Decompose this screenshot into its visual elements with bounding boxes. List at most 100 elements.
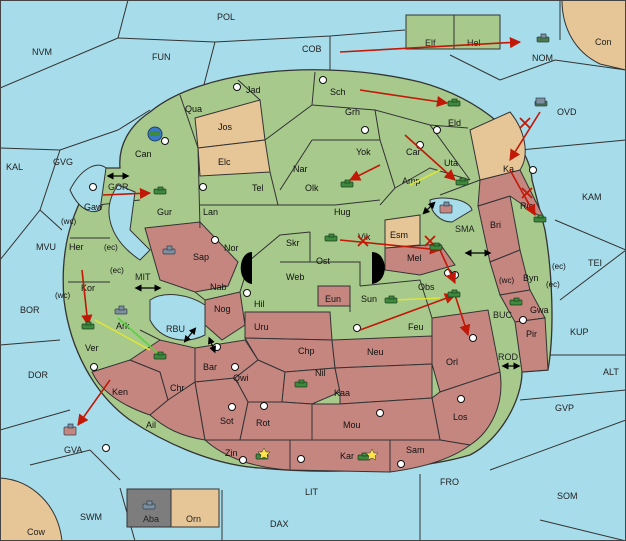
province-label-her: Her — [69, 242, 84, 252]
support-line — [117, 317, 161, 356]
army-icon — [153, 186, 167, 195]
region-label-gor: GOR — [108, 182, 129, 192]
supply-center-dot — [213, 343, 221, 351]
region-label-sma: SMA — [455, 224, 475, 234]
coast-notes: (wc) (ec) (ec) (wc) (wc) (ec) (ec) — [55, 217, 566, 300]
cut-x — [519, 117, 531, 129]
fleet-icon — [114, 305, 128, 315]
province-elf[interactable] — [405, 14, 455, 50]
province-label-hug: Hug — [334, 207, 351, 217]
province-label-grh: Grh — [345, 107, 360, 117]
region-label-pol: POL — [217, 12, 235, 22]
province-label-ver: Ver — [85, 343, 99, 353]
fleet-token-icon — [150, 131, 160, 136]
region-label-cow: Cow — [27, 527, 46, 537]
adjacency-arrows — [106, 172, 521, 370]
region-label-con: Con — [595, 37, 612, 47]
province-label-nor: Nor — [224, 243, 239, 253]
province-pir[interactable] — [514, 317, 549, 373]
support-orders — [94, 169, 441, 356]
coast-note: (wc) — [499, 276, 514, 285]
province-label-orl: Orl — [446, 357, 458, 367]
region-label-ovd: OVD — [557, 107, 577, 117]
move-orders — [77, 36, 541, 426]
province-label-pir: Pir — [526, 329, 537, 339]
order-arrow — [454, 294, 471, 337]
province-kaa[interactable] — [334, 363, 433, 405]
supply-center-dot — [243, 289, 251, 297]
province-label-tel: Tel — [252, 183, 264, 193]
province-label-chp: Chp — [298, 346, 315, 356]
province-ka[interactable] — [469, 111, 526, 181]
order-arrow — [348, 164, 381, 181]
province-orn[interactable] — [170, 488, 220, 528]
army-icon — [324, 233, 338, 242]
region-label-bor: BOR — [20, 305, 40, 315]
province-label-rot: Rot — [256, 418, 271, 428]
order-arrow — [339, 36, 522, 53]
province-label-ost: Ost — [316, 256, 331, 266]
province-sam[interactable] — [389, 439, 472, 473]
supply-center-dot — [239, 456, 247, 464]
order-arrow — [509, 111, 541, 161]
support-line — [409, 169, 441, 186]
province-label-jad: Jad — [246, 85, 261, 95]
supply-center-dot — [397, 460, 405, 468]
supply-center-dot — [469, 334, 477, 342]
region-label-dor: DOR — [28, 370, 49, 380]
province-label-sot: Sot — [220, 416, 234, 426]
region-label-mvu: MVU — [36, 242, 56, 252]
province-label-nog: Nog — [214, 304, 231, 314]
province-label-ail: Ail — [146, 420, 156, 430]
adjacency-arrow — [422, 201, 436, 215]
region-label-kal: KAL — [6, 162, 23, 172]
province-label-ka: Ka — [503, 164, 514, 174]
region-label-buc: BUC — [493, 310, 513, 320]
lake-divider-right — [372, 252, 385, 284]
province-label-qwi: Qwi — [233, 373, 249, 383]
province-mou[interactable] — [311, 397, 441, 441]
region-label-fun: FUN — [152, 52, 171, 62]
inner-gulf — [108, 184, 151, 261]
supply-center-dot — [529, 166, 537, 174]
province-nil[interactable] — [281, 367, 341, 405]
province-label-qua: Qua — [185, 104, 202, 114]
supply-center-dot — [233, 83, 241, 91]
province-label-byn: Byn — [523, 273, 539, 283]
province-label-gaw: Gaw — [84, 202, 103, 212]
supply-center-dot — [199, 183, 207, 191]
province-sot[interactable] — [194, 377, 249, 441]
province-con[interactable] — [561, 0, 626, 71]
region-label-alt: ALT — [603, 367, 619, 377]
province-label-nar: Nar — [293, 164, 308, 174]
supply-center-dot — [211, 236, 219, 244]
province-label-feu: Feu — [408, 322, 424, 332]
army-icon — [447, 289, 461, 298]
province-label-gur: Gur — [157, 207, 172, 217]
fleets — [63, 33, 550, 510]
supply-center-dot — [519, 316, 527, 324]
region-label-som: SOM — [557, 491, 578, 501]
army-icon — [340, 179, 354, 188]
region-label-gvg: GVG — [53, 157, 73, 167]
fleet-icon — [162, 245, 176, 255]
province-label-mou: Mou — [343, 420, 361, 430]
order-arrow — [77, 379, 111, 426]
province-label-skr: Skr — [286, 238, 300, 248]
province-label-hil: Hil — [254, 299, 265, 309]
armies — [81, 98, 547, 388]
dislodged-star-icon — [257, 447, 271, 460]
cut-x — [357, 235, 369, 247]
coast-note: (ec) — [104, 243, 118, 252]
lake-divider-left — [240, 252, 252, 284]
order-arrow — [404, 134, 456, 181]
order-arrow — [439, 249, 456, 285]
province-rot[interactable] — [239, 401, 313, 441]
province-label-elc: Elc — [218, 157, 231, 167]
supply-center-dot — [90, 363, 98, 371]
province-esm[interactable] — [384, 214, 421, 249]
coast-note: (ec) — [552, 262, 566, 271]
supply-center-dot — [319, 76, 327, 84]
province-label-nab: Nab — [210, 282, 227, 292]
